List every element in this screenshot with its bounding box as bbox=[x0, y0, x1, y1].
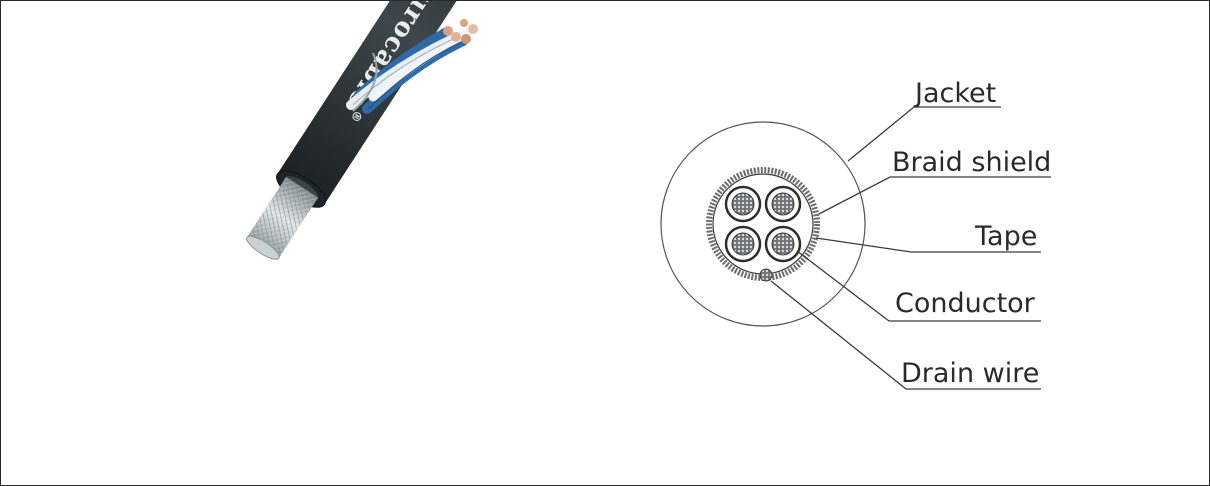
label-jacket: Jacket bbox=[913, 78, 996, 109]
leader-tape bbox=[815, 237, 1041, 253]
cross-section: Jacket Braid shield Tape Conductor Drain… bbox=[660, 78, 1051, 390]
leader-drain-wire bbox=[770, 280, 1041, 390]
drain-wire-dot bbox=[759, 268, 773, 282]
conductor-group bbox=[724, 185, 802, 263]
label-tape: Tape bbox=[974, 221, 1037, 252]
leader-conductor bbox=[796, 250, 1041, 322]
cable-conductors bbox=[346, 19, 478, 114]
leader-jacket bbox=[847, 106, 1001, 162]
label-drain-wire: Drain wire bbox=[901, 358, 1039, 389]
cable-illustration: eurocable® bbox=[246, 1, 554, 260]
label-conductor: Conductor bbox=[895, 288, 1036, 319]
cable-jacket bbox=[277, 1, 554, 205]
leader-braid-shield bbox=[818, 176, 1051, 215]
label-braid-shield: Braid shield bbox=[892, 147, 1051, 178]
